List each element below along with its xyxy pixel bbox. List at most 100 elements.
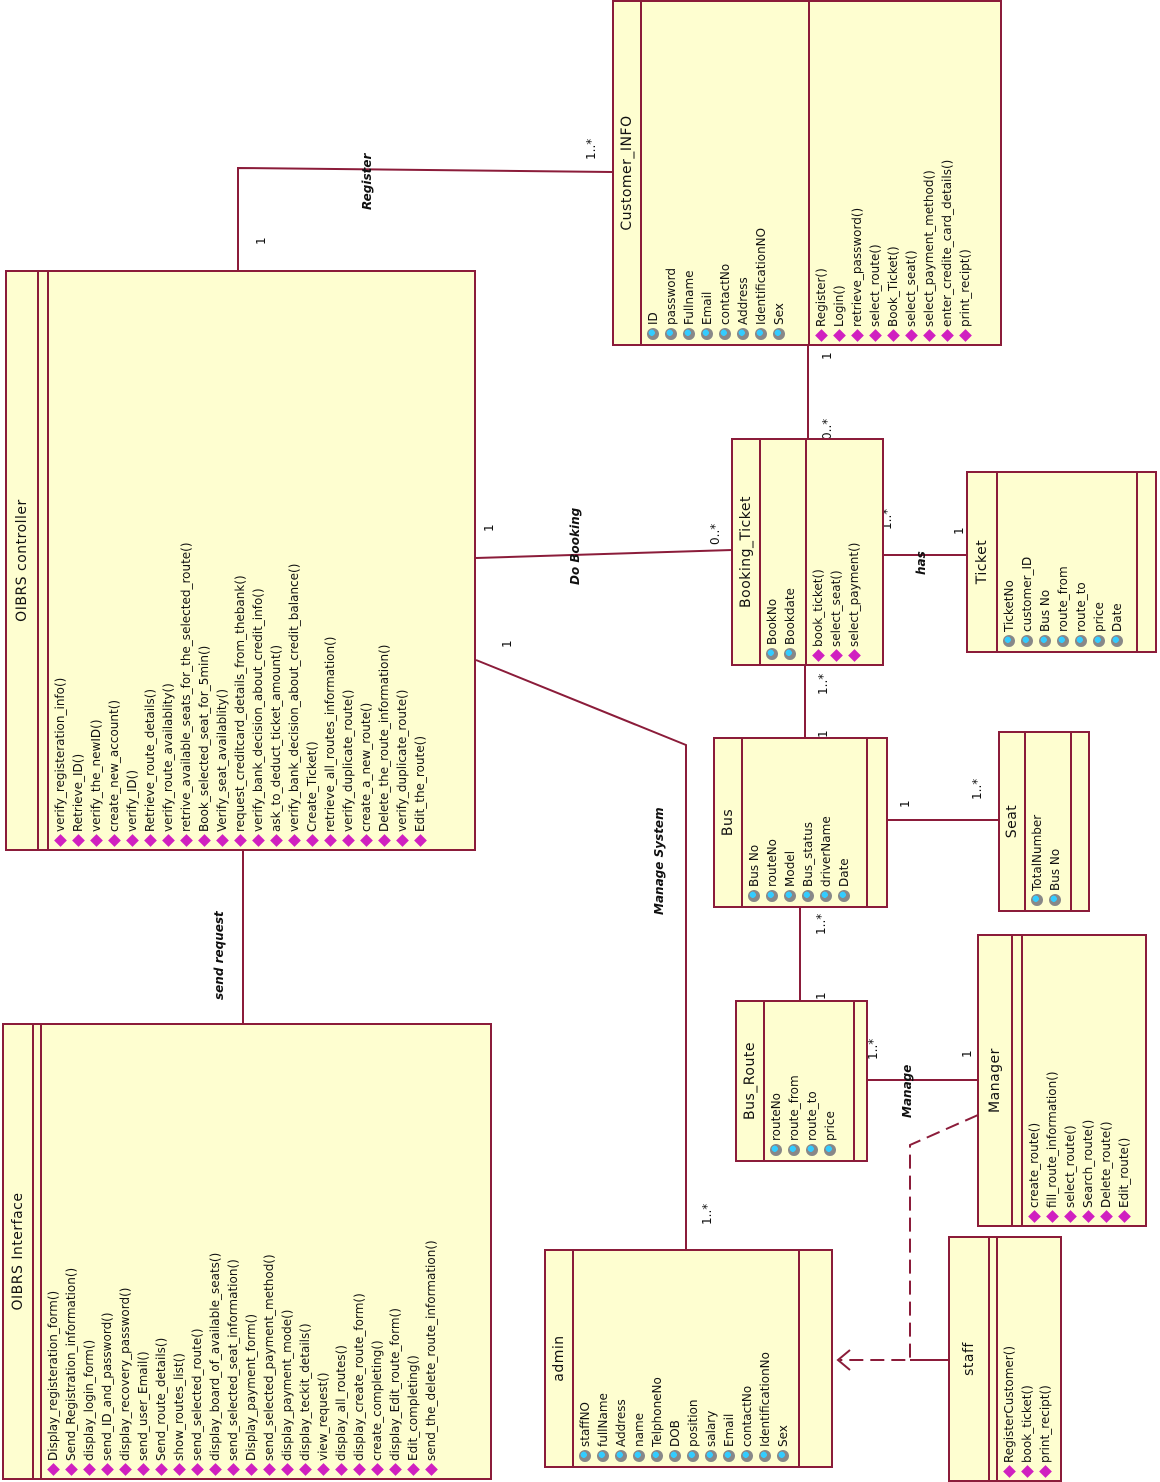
operation-icon xyxy=(388,1463,402,1476)
class-name: staff xyxy=(950,1238,990,1480)
operation-icon xyxy=(298,1463,312,1476)
operation-compartment: Register()Login()retrieve_password()sele… xyxy=(810,2,1000,344)
attribute-row: route_to xyxy=(1072,477,1090,647)
attribute-name: fullName xyxy=(596,1393,610,1447)
operation-row: display_all_routes() xyxy=(332,1029,350,1476)
operation-icon xyxy=(868,329,882,342)
attribute-row: TicketNo xyxy=(1000,477,1018,647)
operation-icon xyxy=(107,834,121,847)
operation-name: select_seat() xyxy=(829,570,843,647)
operation-name: verify_the_newID() xyxy=(89,719,103,832)
operation-row: Login() xyxy=(830,6,848,342)
operation-name: print_recipt() xyxy=(1038,1385,1052,1463)
attribute-row: Date xyxy=(835,743,853,902)
operation-compartment xyxy=(800,1251,831,1466)
operation-icon xyxy=(305,834,319,847)
operation-row: send_selected_seat_information() xyxy=(224,1029,242,1476)
operation-icon xyxy=(406,1463,420,1476)
operation-name: verify_bank_decision_about_credit_balanc… xyxy=(287,563,301,832)
attribute-name: routeNo xyxy=(769,1092,783,1141)
operation-icon xyxy=(958,329,972,342)
operation-row: display_teckit_details() xyxy=(296,1029,314,1476)
operation-icon xyxy=(1081,1210,1095,1223)
attribute-icon xyxy=(701,328,713,340)
operation-icon xyxy=(341,834,355,847)
operation-compartment xyxy=(868,739,886,906)
operation-row: retrive_available_seats_for_the_selected… xyxy=(177,276,195,847)
attribute-row: price xyxy=(821,1006,839,1156)
operation-compartment: Display_registeration_form()Send_Registr… xyxy=(42,1025,490,1478)
operation-name: verify_bank_decision_about_credit_info() xyxy=(251,588,265,832)
manage-mult-2: 1 xyxy=(960,1050,974,1058)
operation-icon xyxy=(352,1463,366,1476)
operation-row: display_recovery_password() xyxy=(116,1029,134,1476)
operation-icon xyxy=(1038,1465,1052,1478)
attribute-row: IdentificationNo xyxy=(756,1255,774,1462)
operation-icon xyxy=(829,649,843,662)
attribute-row: route_from xyxy=(785,1006,803,1156)
operation-row: view_request() xyxy=(314,1029,332,1476)
attribute-row: TotalNumber xyxy=(1028,737,1046,906)
attribute-row: Email xyxy=(698,6,716,340)
operation-name: RegisterCustomer() xyxy=(1002,1345,1016,1463)
attribute-name: route_from xyxy=(787,1075,801,1141)
attribute-icon xyxy=(723,1450,735,1462)
attribute-icon xyxy=(755,328,767,340)
attribute-icon xyxy=(669,1450,681,1462)
operation-icon xyxy=(89,834,103,847)
attribute-icon xyxy=(766,890,778,902)
class-name: OIBRS controller xyxy=(7,272,39,849)
manage-system-label: Manage System xyxy=(652,807,666,915)
operation-name: send_the_delete_route_information() xyxy=(424,1240,438,1461)
operation-row: verify_the_newID() xyxy=(87,276,105,847)
register-association xyxy=(237,166,613,270)
operation-row: book_ticket() xyxy=(809,444,827,662)
attribute-row: Address xyxy=(734,6,752,340)
operation-name: display_all_routes() xyxy=(334,1345,348,1461)
attribute-row: driverName xyxy=(817,743,835,902)
attribute-icon xyxy=(1049,894,1061,906)
operation-row: select_payment() xyxy=(845,444,863,662)
operation-name: ask_to_deduct_ticket_amount() xyxy=(269,644,283,832)
operation-icon xyxy=(316,1463,330,1476)
attribute-name: Bus No xyxy=(747,844,761,887)
operation-row: select_payment_method() xyxy=(920,6,938,342)
attribute-name: name xyxy=(632,1412,646,1447)
bus-route-mult-1: 1..* xyxy=(814,913,828,935)
class-name: Customer_INFO xyxy=(614,2,642,344)
attribute-name: Fullname xyxy=(682,270,696,325)
operation-icon xyxy=(359,834,373,847)
operation-name: fill_route_information() xyxy=(1045,1071,1059,1208)
operation-icon xyxy=(172,1463,186,1476)
manage-system-association xyxy=(475,659,687,1250)
do-booking-mult-1: 1 xyxy=(482,524,496,532)
operation-row: verify_bank_decision_about_credit_balanc… xyxy=(285,276,303,847)
attribute-name: IdentificationNO xyxy=(754,227,768,325)
operation-name: view_request() xyxy=(316,1372,330,1461)
attribute-name: salary xyxy=(704,1410,718,1447)
attribute-name: contactNo xyxy=(718,263,732,325)
operation-name: select_seat() xyxy=(904,250,918,327)
attribute-name: ID xyxy=(646,312,660,325)
operation-name: Register() xyxy=(814,268,828,327)
operation-row: create_new_account() xyxy=(105,276,123,847)
operation-name: Verify_seat_availablity() xyxy=(215,688,229,832)
attribute-icon xyxy=(651,1450,663,1462)
attribute-icon xyxy=(665,328,677,340)
has-mult-2: 1 xyxy=(952,527,966,535)
operation-name: Edit_the_route() xyxy=(413,736,427,832)
bus-seat-mult-1: 1 xyxy=(898,800,912,808)
operation-row: Send_route_details() xyxy=(152,1029,170,1476)
attribute-name: Bus No xyxy=(1038,589,1052,632)
attribute-icon xyxy=(597,1450,609,1462)
operation-name: send_selected_seat_information() xyxy=(226,1259,240,1461)
operation-row: ask_to_deduct_ticket_amount() xyxy=(267,276,285,847)
attribute-icon xyxy=(784,890,796,902)
operation-icon xyxy=(1002,1465,1016,1478)
